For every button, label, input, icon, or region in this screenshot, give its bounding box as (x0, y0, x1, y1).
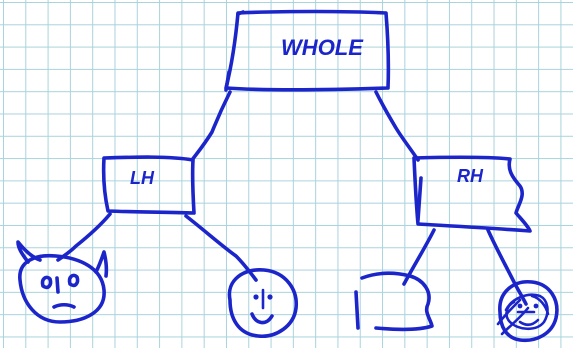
bracket-shape-icon (354, 271, 434, 332)
edge-right-rightleaf (486, 228, 528, 306)
edge-root-left (190, 90, 232, 162)
edge-root-right (374, 90, 420, 162)
node-root: WHOLE (224, 9, 391, 92)
node-right-box (412, 155, 532, 233)
node-left-label: LH (130, 168, 155, 188)
node-right: RH (412, 155, 532, 233)
node-left-box (101, 155, 196, 215)
node-right-label: RH (457, 166, 484, 186)
smiley-face-icon (227, 268, 298, 338)
node-root-label: WHOLE (281, 35, 364, 60)
scribbled-face-icon (496, 280, 559, 343)
node-left: LH (101, 155, 196, 215)
devil-face-icon (16, 240, 109, 324)
edge-right-leftleaf (402, 228, 436, 286)
